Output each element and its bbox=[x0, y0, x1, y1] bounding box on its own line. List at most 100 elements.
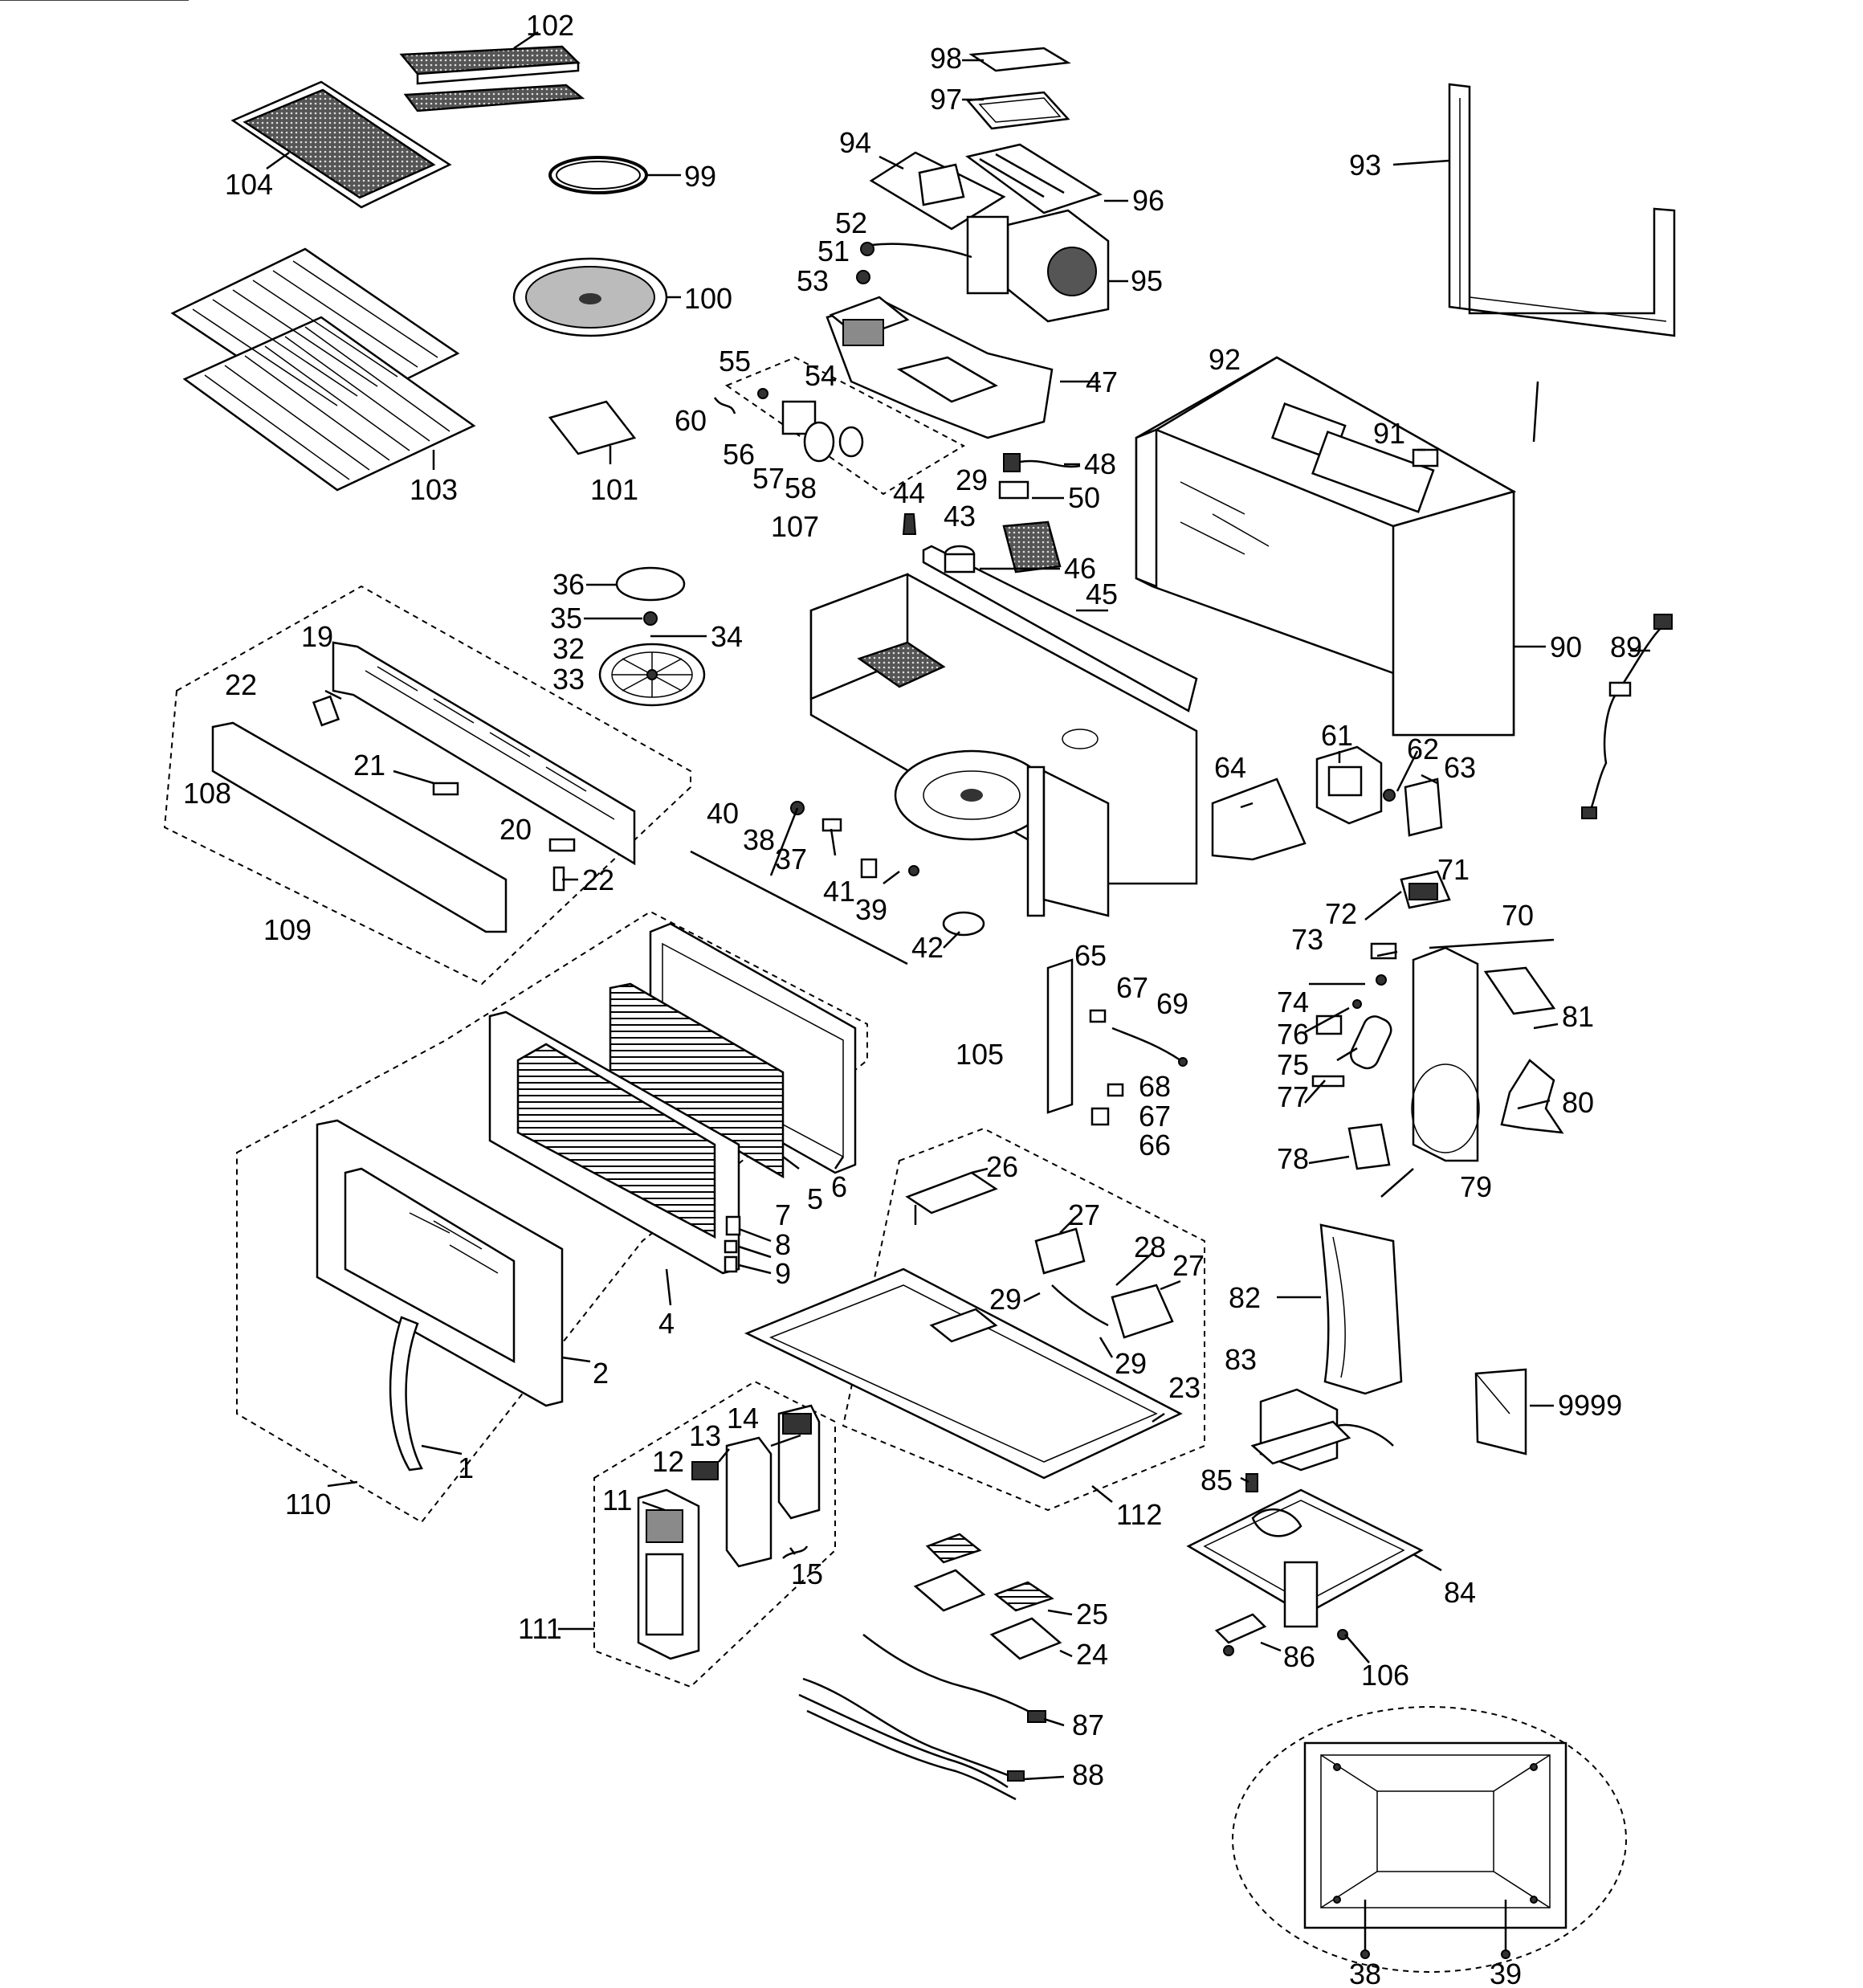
label-109: 109 bbox=[263, 913, 312, 946]
part-cavity-main bbox=[809, 545, 1198, 917]
label-29-bottom: 29 bbox=[1115, 1347, 1147, 1380]
label-40: 40 bbox=[707, 797, 739, 830]
part-99-roller-ring bbox=[548, 156, 648, 194]
part-85-86-106-fasteners bbox=[1214, 1473, 1348, 1656]
part-9999-manual bbox=[1474, 1368, 1527, 1455]
label-92: 92 bbox=[1209, 343, 1241, 376]
part-75-capacitor bbox=[1350, 1015, 1392, 1070]
part-91-case-clip bbox=[1412, 448, 1439, 467]
part-93-wall-bracket bbox=[1448, 83, 1676, 337]
label-9: 9 bbox=[775, 1257, 791, 1290]
label-56: 56 bbox=[723, 438, 755, 471]
label-74: 74 bbox=[1277, 986, 1309, 1018]
label-42: 42 bbox=[911, 931, 944, 964]
part-89-power-cord bbox=[1581, 614, 1673, 819]
label-37: 37 bbox=[775, 843, 807, 876]
part-61-magnetron bbox=[1315, 745, 1383, 825]
part-109-control-panel-group bbox=[163, 585, 691, 986]
part-64-waveguide bbox=[1211, 778, 1307, 861]
label-96: 96 bbox=[1132, 184, 1164, 217]
label-19: 19 bbox=[301, 620, 333, 653]
label-4: 4 bbox=[658, 1307, 675, 1340]
label-27-top: 27 bbox=[1068, 1198, 1100, 1231]
label-9999: 9999 bbox=[1558, 1389, 1622, 1422]
part-11-control-panel bbox=[637, 1488, 700, 1660]
label-28: 28 bbox=[1134, 1231, 1166, 1263]
label-36: 36 bbox=[552, 568, 585, 601]
label-20: 20 bbox=[499, 813, 532, 846]
label-78: 78 bbox=[1277, 1142, 1309, 1175]
label-15: 15 bbox=[791, 1557, 823, 1590]
label-50: 50 bbox=[1068, 481, 1100, 514]
label-110: 110 bbox=[285, 1488, 331, 1521]
label-44: 44 bbox=[893, 476, 925, 509]
leader-lines bbox=[266, 31, 1650, 1781]
part-27-28-heaters bbox=[1034, 1227, 1174, 1339]
label-97: 97 bbox=[930, 83, 962, 116]
label-86: 86 bbox=[1283, 1640, 1315, 1673]
label-39: 39 bbox=[855, 893, 887, 926]
label-38: 38 bbox=[743, 823, 775, 856]
label-54: 54 bbox=[805, 359, 837, 392]
label-22-top: 22 bbox=[225, 668, 257, 701]
part-94-vent-plate bbox=[869, 151, 1006, 231]
part-51-53-fan-motor-wiring bbox=[856, 242, 972, 284]
part-7-9-latch bbox=[724, 1215, 741, 1273]
part-102-filter bbox=[399, 45, 585, 112]
part-55-60-small-parts bbox=[713, 388, 864, 463]
label-84: 84 bbox=[1444, 1576, 1476, 1609]
part-95-blower-fan bbox=[966, 209, 1110, 323]
label-70: 70 bbox=[1502, 899, 1534, 932]
label-66: 66 bbox=[1139, 1129, 1171, 1161]
label-65: 65 bbox=[1074, 939, 1107, 972]
label-52: 52 bbox=[835, 206, 867, 239]
part-1-door-handle bbox=[389, 1316, 423, 1472]
part-96-vent-duct bbox=[965, 143, 1103, 214]
label-26: 26 bbox=[986, 1150, 1018, 1183]
label-55: 55 bbox=[719, 345, 751, 378]
label-29-mid: 29 bbox=[989, 1283, 1021, 1316]
part-26-shield bbox=[905, 1171, 998, 1225]
label-6: 6 bbox=[831, 1170, 847, 1203]
label-43: 43 bbox=[944, 500, 976, 533]
part-70-control-chassis bbox=[1400, 870, 1479, 1162]
label-22-bottom: 22 bbox=[582, 863, 614, 896]
part-83-transformer bbox=[1250, 1388, 1394, 1472]
label-89: 89 bbox=[1610, 631, 1642, 663]
label-81: 81 bbox=[1562, 1000, 1594, 1033]
label-88: 88 bbox=[1072, 1758, 1104, 1791]
part-78-fan-motor bbox=[1347, 1063, 1480, 1170]
label-68: 68 bbox=[1139, 1070, 1171, 1103]
label-23: 23 bbox=[1168, 1371, 1201, 1404]
label-57: 57 bbox=[752, 462, 785, 495]
part-97-vent-louver bbox=[965, 91, 1070, 130]
label-103: 103 bbox=[410, 473, 458, 506]
label-38-detail: 38 bbox=[1349, 1957, 1381, 1988]
label-61: 61 bbox=[1321, 719, 1353, 752]
label-104: 104 bbox=[225, 168, 273, 201]
part-110-door-group bbox=[236, 910, 868, 1524]
label-95: 95 bbox=[1131, 264, 1163, 297]
label-11: 11 bbox=[602, 1484, 632, 1517]
label-75: 75 bbox=[1277, 1048, 1309, 1081]
label-94: 94 bbox=[839, 126, 871, 159]
label-101: 101 bbox=[590, 473, 638, 506]
part-40-trim bbox=[690, 850, 908, 965]
part-54-fan-motor-bracket bbox=[829, 296, 910, 346]
label-7: 7 bbox=[775, 1198, 791, 1231]
label-47: 47 bbox=[1086, 365, 1118, 398]
label-90: 90 bbox=[1550, 631, 1582, 663]
label-60: 60 bbox=[675, 404, 707, 437]
label-111: 111 bbox=[518, 1612, 562, 1645]
label-39-detail: 39 bbox=[1490, 1957, 1522, 1988]
part-20-22-clips bbox=[312, 695, 576, 892]
label-87: 87 bbox=[1072, 1708, 1104, 1741]
label-106: 106 bbox=[1361, 1659, 1409, 1692]
part-15-wire bbox=[782, 1545, 809, 1559]
label-67-top: 67 bbox=[1116, 971, 1148, 1004]
part-82-cover bbox=[1319, 1223, 1403, 1395]
label-53: 53 bbox=[797, 264, 829, 297]
part-46-waveguide-cover bbox=[1002, 520, 1062, 574]
label-83: 83 bbox=[1225, 1343, 1257, 1376]
label-27-bottom: 27 bbox=[1172, 1249, 1205, 1282]
